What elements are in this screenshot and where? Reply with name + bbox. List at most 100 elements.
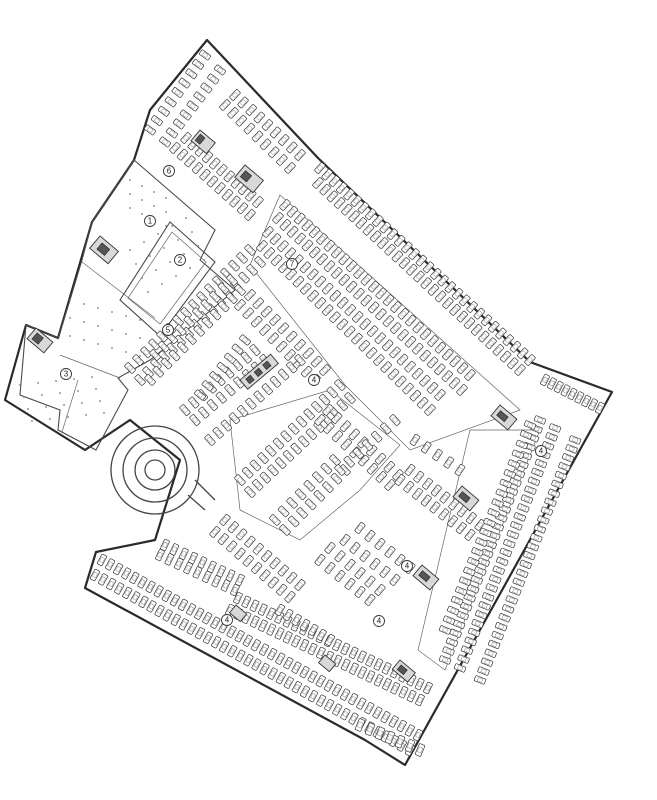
parking-space: [298, 435, 310, 448]
parking-space: [228, 259, 240, 272]
central-island: [249, 194, 521, 451]
parking-space: [235, 573, 245, 587]
parking-space: [558, 462, 571, 472]
parking-space: [106, 577, 117, 591]
parking-space: [390, 682, 400, 695]
parking-space: [114, 582, 125, 595]
parking-space: [507, 459, 520, 469]
parking-space: [334, 550, 346, 563]
parking-space: [280, 430, 292, 442]
core-north: [190, 129, 216, 155]
parking-space: [316, 253, 328, 266]
parking-space: [517, 347, 529, 360]
parking-space: [257, 603, 268, 616]
parking-space: [331, 412, 343, 424]
parking-space: [284, 349, 296, 361]
parking-space: [354, 718, 366, 732]
parking-space: [202, 612, 213, 625]
parking-space: [294, 339, 306, 351]
parking-space: [358, 454, 370, 467]
parking-space: [364, 575, 376, 588]
parking-space: [315, 675, 326, 688]
parking-space: [269, 233, 282, 245]
parking-space: [337, 297, 349, 309]
parking-space: [496, 556, 509, 566]
parking-space: [300, 283, 312, 295]
parking-space: [368, 280, 380, 293]
parking-space: [520, 494, 534, 504]
parking-space: [263, 247, 275, 259]
parking-space: [150, 115, 163, 126]
parking-space: [261, 550, 273, 562]
parking-space: [332, 638, 342, 652]
parking-space: [512, 468, 526, 478]
parking-space: [340, 708, 351, 721]
core-south-1: [412, 564, 440, 591]
parking-space: [373, 674, 384, 687]
parking-space: [348, 428, 360, 441]
parking-space: [487, 639, 501, 649]
column-dot: [41, 394, 43, 396]
parking-space: [300, 365, 313, 378]
parking-space: [256, 240, 268, 252]
parking-space: [302, 347, 314, 359]
parking-space: [209, 526, 221, 538]
parking-space: [466, 584, 480, 594]
parking-space: [210, 616, 221, 629]
parking-space: [212, 426, 224, 439]
parking-space: [168, 349, 181, 362]
column-dot: [31, 420, 33, 422]
column-dot: [37, 382, 39, 384]
parking-space: [324, 633, 336, 647]
parking-space: [234, 284, 246, 296]
parking-space: [239, 334, 251, 346]
parking-space: [477, 666, 490, 676]
parking-space: [252, 196, 264, 208]
parking-space: [362, 224, 375, 236]
column-dot: [149, 255, 151, 257]
parking-space: [105, 558, 116, 571]
parking-space: [514, 364, 526, 376]
parking-space: [397, 308, 409, 320]
zone-label-2: 2: [174, 254, 186, 266]
parking-space: [491, 630, 504, 641]
zone-label-4c: 4: [373, 615, 385, 627]
zone-labels: 1 2 3 4 4 4 4 4: [60, 165, 547, 627]
column-dot: [163, 247, 165, 249]
column-dot: [141, 213, 143, 215]
parking-space: [333, 197, 346, 209]
parking-space: [178, 618, 189, 631]
parking-space: [494, 622, 508, 632]
parking-space: [534, 458, 548, 469]
parking-space: [422, 261, 435, 274]
parking-space: [379, 566, 391, 578]
parking-space: [216, 164, 228, 176]
parking-space: [275, 457, 287, 469]
parking-space: [443, 456, 454, 469]
parking-space: [186, 622, 197, 635]
parking-space: [166, 342, 178, 355]
parking-space: [284, 247, 296, 260]
parking-space: [503, 538, 516, 549]
parking-space: [194, 389, 206, 401]
parking-space: [374, 726, 386, 740]
parking-space: [507, 357, 519, 370]
parking-space: [334, 464, 346, 476]
parking-space: [447, 605, 460, 616]
parking-space: [411, 367, 424, 380]
parking-space: [544, 497, 557, 507]
parking-space: [299, 618, 311, 632]
parking-space: [495, 488, 508, 498]
parking-space: [322, 282, 334, 295]
parking-space: [492, 565, 505, 575]
column-dot: [69, 335, 71, 337]
parking-space: [540, 373, 550, 387]
parking-space: [454, 463, 466, 476]
parking-space: [267, 332, 279, 344]
parking-space: [214, 64, 226, 76]
parking-space: [183, 561, 193, 575]
parking-space: [412, 321, 424, 334]
parking-space: [157, 340, 170, 353]
parking-space: [361, 439, 374, 451]
parking-space: [242, 466, 254, 479]
